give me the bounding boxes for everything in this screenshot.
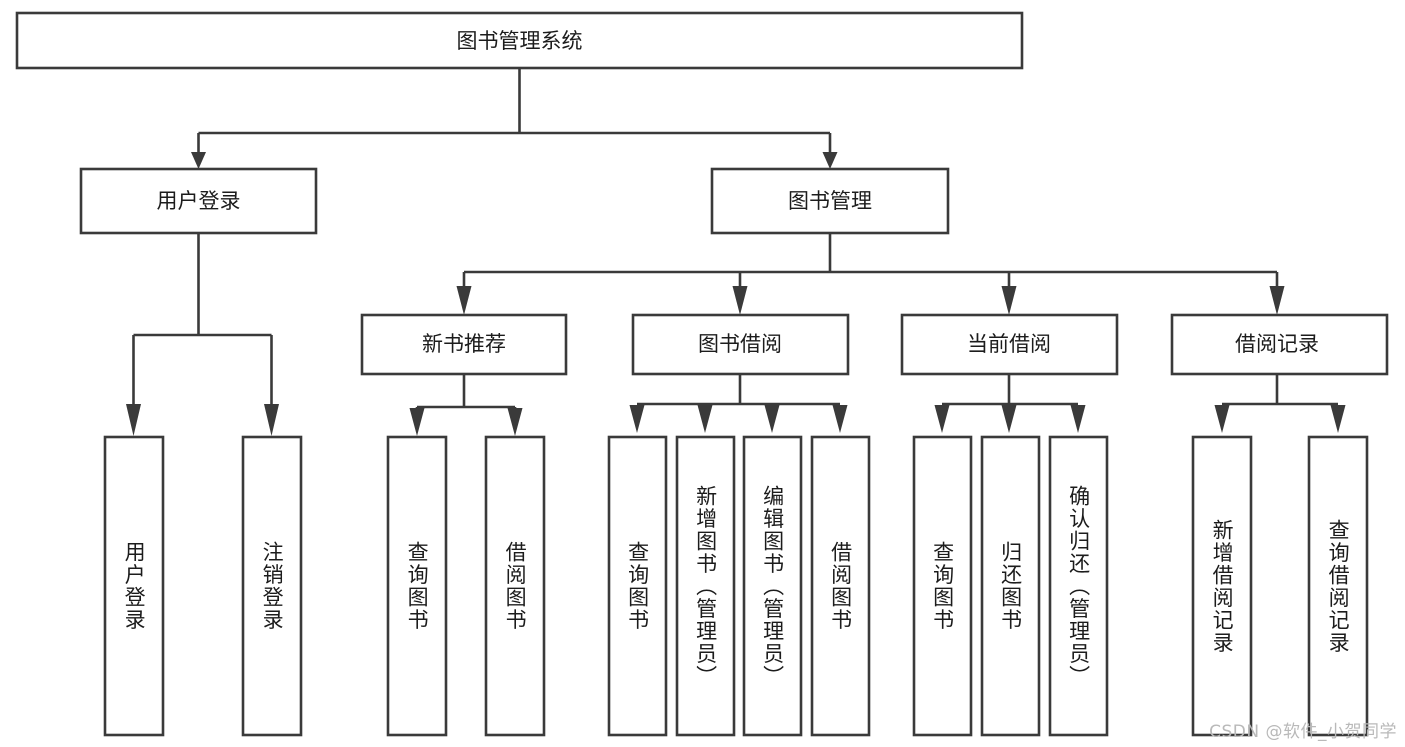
- leaf-query-book-2-box[interactable]: [607, 435, 668, 737]
- arrowhead-leaf-add-record: [1214, 405, 1230, 433]
- csdn-watermark: CSDN @软件_小贺同学: [1209, 722, 1397, 742]
- node-new-book-recommend-label: 新书推荐: [422, 332, 506, 356]
- arrowhead-leaf-add-book: [697, 405, 713, 433]
- connector-group-borrow-record: [1214, 374, 1346, 433]
- node-current-borrow[interactable]: 当前借阅: [900, 313, 1119, 376]
- arrowhead-user-login: [191, 152, 206, 169]
- arrowhead-book-borrow: [732, 286, 748, 315]
- leaf-boxes: [103, 435, 1369, 737]
- arrowhead-leaf-return-book: [1001, 405, 1017, 433]
- node-current-borrow-label: 当前借阅: [967, 332, 1051, 356]
- connector-group-root: [191, 68, 838, 169]
- arrowhead-leaf-user-logout: [264, 404, 279, 436]
- node-current-borrow-box[interactable]: [900, 313, 1119, 376]
- leaf-query-record-box[interactable]: [1307, 435, 1369, 737]
- leaf-user-login-box[interactable]: [103, 435, 165, 737]
- node-user-login-box[interactable]: [79, 167, 318, 235]
- arrowhead-leaf-edit-book: [764, 405, 780, 433]
- node-borrow-record-label: 借阅记录: [1235, 332, 1319, 356]
- leaf-query-book-1-box[interactable]: [386, 435, 448, 737]
- node-book-borrow-label: 图书借阅: [698, 332, 782, 356]
- node-book-borrow[interactable]: 图书借阅: [631, 313, 850, 376]
- arrowhead-leaf-query-book-2: [629, 405, 645, 433]
- arrowhead-book-manage: [822, 152, 838, 169]
- arrowhead-leaf-borrow-book-2: [832, 405, 848, 433]
- node-root-box[interactable]: [15, 11, 1024, 70]
- leaf-borrow-book-1-box[interactable]: [484, 435, 546, 737]
- leaf-add-record-box[interactable]: [1191, 435, 1253, 737]
- connector-group-book-manage: [456, 233, 1285, 315]
- connector-group-user-login: [126, 233, 279, 436]
- arrowhead-leaf-query-book-3: [934, 405, 950, 433]
- arrowhead-leaf-borrow-book-1: [507, 408, 523, 436]
- leaf-query-book-3-box[interactable]: [912, 435, 973, 737]
- node-book-borrow-box[interactable]: [631, 313, 850, 376]
- arrowhead-leaf-query-book-1: [409, 408, 425, 436]
- arrowhead-leaf-confirm-return: [1070, 405, 1086, 433]
- leaf-return-book-box[interactable]: [980, 435, 1041, 737]
- node-new-book-recommend-box[interactable]: [360, 313, 568, 376]
- node-borrow-record-box[interactable]: [1170, 313, 1389, 376]
- node-new-book-recommend[interactable]: 新书推荐: [360, 313, 568, 376]
- arrowhead-borrow-record: [1269, 286, 1285, 315]
- leaf-edit-book-box[interactable]: [742, 435, 803, 737]
- node-borrow-record[interactable]: 借阅记录: [1170, 313, 1389, 376]
- node-user-login[interactable]: 用户登录: [79, 167, 318, 235]
- leaf-add-book-box[interactable]: [675, 435, 736, 737]
- connector-group-current-borrow: [934, 374, 1086, 433]
- arrowhead-new-book-recommend: [456, 286, 472, 315]
- leaf-borrow-book-2-box[interactable]: [810, 435, 871, 737]
- node-user-login-label: 用户登录: [157, 189, 241, 213]
- leaf-confirm-return-box[interactable]: [1048, 435, 1109, 737]
- arrowhead-leaf-user-login: [126, 404, 141, 436]
- arrowhead-leaf-query-record: [1330, 405, 1346, 433]
- node-book-manage-box[interactable]: [710, 167, 950, 235]
- connector-group-new-book-recommend: [409, 374, 523, 436]
- node-book-manage[interactable]: 图书管理: [710, 167, 950, 235]
- leaf-user-logout-box[interactable]: [241, 435, 303, 737]
- node-root[interactable]: 图书管理系统: [15, 11, 1024, 70]
- node-root-label: 图书管理系统: [457, 29, 583, 53]
- arrowhead-current-borrow: [1001, 286, 1017, 315]
- node-book-manage-label: 图书管理: [788, 189, 872, 213]
- connector-group-book-borrow: [629, 374, 848, 433]
